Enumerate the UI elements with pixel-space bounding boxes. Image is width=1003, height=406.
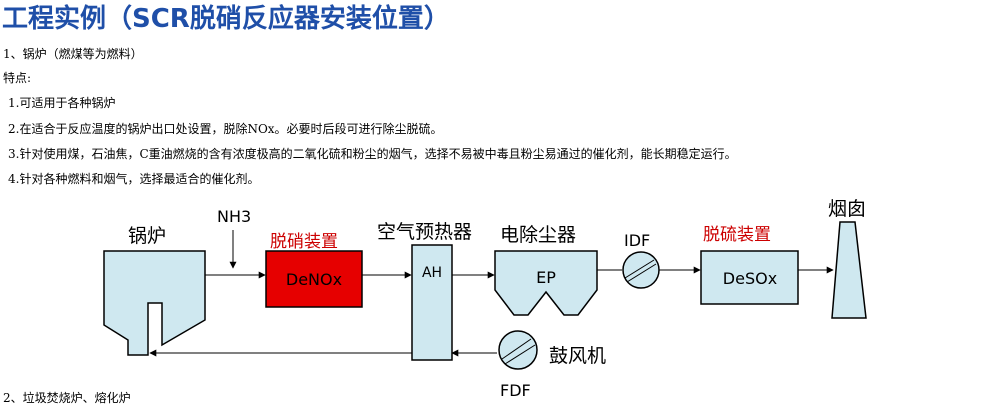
chimney-label: 烟囱 bbox=[828, 198, 866, 220]
feature-item-2: 2.在适合于反应温度的锅炉出口处设置，脱除NOx。必要时后段可进行除尘脱硫。 bbox=[8, 122, 443, 136]
denitration-label: 脱硝装置 bbox=[270, 232, 338, 252]
idf-fan-icon bbox=[622, 251, 660, 289]
idf-label: IDF bbox=[624, 231, 650, 250]
fdf-fan-icon bbox=[498, 330, 538, 370]
denox-label: DeNOx bbox=[286, 270, 342, 289]
ah-label: AH bbox=[422, 265, 442, 281]
feature-item-4: 4.针对各种燃料和烟气，选择最适合的催化剂。 bbox=[8, 172, 260, 186]
desox-label: DeSOx bbox=[723, 269, 777, 288]
boiler-shape bbox=[103, 250, 206, 356]
chimney-shape bbox=[831, 221, 867, 319]
process-flow-diagram: 锅炉 NH3 脱硝装置 DeNOx 空气预热器 AH 电除尘器 EP IDF 脱… bbox=[103, 198, 867, 400]
fdf-label: FDF bbox=[500, 381, 531, 400]
features-label: 特点: bbox=[3, 71, 32, 85]
ep-label: EP bbox=[536, 268, 556, 287]
air-preheater-label: 空气预热器 bbox=[377, 221, 472, 243]
blower-label: 鼓风机 bbox=[549, 345, 606, 367]
desox-unit bbox=[700, 250, 799, 305]
boiler-label: 锅炉 bbox=[128, 225, 166, 247]
desulfurization-label: 脱硫装置 bbox=[703, 225, 771, 245]
feature-item-3: 3.针对使用煤，石油焦，C重油燃烧的含有浓度极高的二氧化硫和粉尘的烟气，选择不易… bbox=[8, 147, 737, 161]
air-preheater-ah bbox=[411, 244, 453, 361]
section-1-heading: 1、锅炉（燃煤等为燃料） bbox=[3, 47, 143, 61]
nh3-label: NH3 bbox=[217, 207, 251, 226]
page-title: 工程实例（SCR脱硝反应器安装位置） bbox=[2, 4, 450, 34]
precipitator-label: 电除尘器 bbox=[500, 224, 576, 246]
feature-item-1: 1.可适用于各种锅炉 bbox=[8, 96, 116, 110]
denox-reactor bbox=[265, 250, 363, 308]
